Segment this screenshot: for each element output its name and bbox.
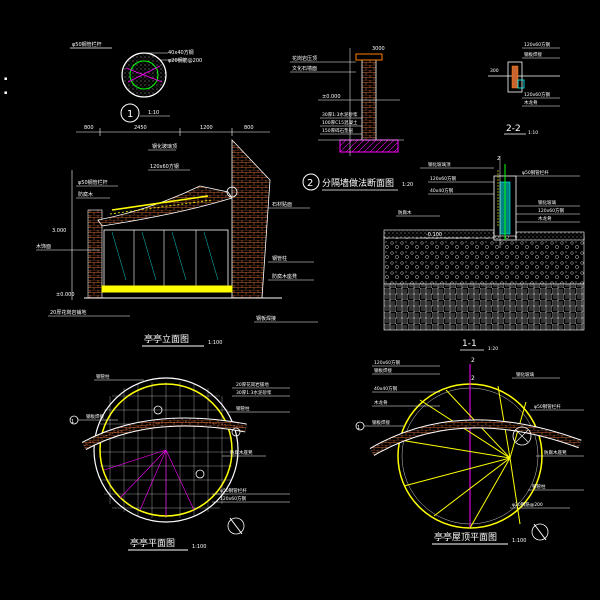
detail-1-circle-section: φ50钢管栏杆 40x40方钢 φ20钢筋@200 1 1:10 bbox=[70, 41, 202, 123]
elev-dim-1: 800 bbox=[84, 125, 94, 131]
pavilion-roof-plan: 2 2 120x60方钢 钢板焊接 40x40方钢 木龙骨 1 钢板焊接 bbox=[355, 357, 584, 545]
section-1-1-marker: 2 bbox=[497, 156, 500, 162]
section-1-1-title: 1-1 bbox=[462, 339, 477, 349]
sec11-note-c: 40x40方钢 bbox=[430, 187, 454, 194]
roof-note-d: 木龙骨 bbox=[374, 399, 388, 406]
sec11-level: -0.100 bbox=[426, 232, 442, 238]
section-2-note-b: 文化石墙面 bbox=[292, 65, 317, 72]
plan-note-arrow: 钢板焊接 bbox=[86, 413, 104, 420]
sec11-note-b: 120x60方钢 bbox=[430, 175, 456, 182]
plan-note-e: 防腐木座凳 bbox=[230, 449, 253, 456]
elev-dim-2: 2450 bbox=[134, 125, 147, 131]
detail-1-number: 1 bbox=[127, 109, 133, 120]
plan-section-mark: 1 bbox=[71, 419, 74, 425]
section-2-top-dim: 3000 bbox=[372, 46, 385, 52]
stray-mark: ▪ bbox=[4, 76, 7, 82]
sec11-note-h: 木龙骨 bbox=[538, 215, 552, 222]
detail-2-2-dim: 300 bbox=[490, 68, 499, 74]
section-1-1: 2 钢化玻璃顶 120x60方钢 40x40方钢 防腐木 φ50钢管栏杆 钢化玻… bbox=[383, 156, 585, 352]
elev-note-a: 钢化玻璃顶 bbox=[152, 143, 177, 150]
section-2-level: ±0.000 bbox=[322, 94, 341, 100]
section-2-note-a: 花岗岩压顶 bbox=[292, 55, 317, 62]
roof-marker-top: 2 bbox=[471, 357, 475, 364]
plan-note-f: φ50钢管栏杆 bbox=[220, 487, 247, 494]
elev-note-left: 木饰面 bbox=[36, 243, 51, 250]
elev-dim-4: 800 bbox=[244, 125, 254, 131]
detail-2-2-title: 2-2 bbox=[506, 124, 521, 134]
roof-note-a: 120x60方钢 bbox=[374, 359, 400, 366]
elevation-title: 亭亭立面图 bbox=[144, 333, 189, 345]
roof-plan-title: 亭亭屋顶平面图 bbox=[434, 531, 497, 543]
roof-note-h: 防腐木座凳 bbox=[544, 449, 567, 456]
roof-section-mark: 1 bbox=[357, 425, 360, 431]
roof-note-i: 钢管柱 bbox=[532, 483, 546, 490]
section-2-note-c: 30厚1:3水泥砂浆 bbox=[322, 111, 358, 118]
elev-note-b: 120x60方钢 bbox=[150, 163, 179, 170]
section-2-note-e: 150厚碎石垫层 bbox=[322, 127, 354, 134]
section-2-title: 分隔墙做法断面图 bbox=[322, 177, 394, 189]
elevation-scale: 1:100 bbox=[208, 340, 222, 346]
detail-2-2-note-a: 120x60方钢 bbox=[524, 41, 550, 48]
sec11-note-g: 120x60方钢 bbox=[538, 207, 564, 214]
plan-scale: 1:100 bbox=[192, 544, 206, 550]
plan-note-b: 20厚花岗岩铺地 bbox=[236, 381, 269, 388]
pavilion-elevation: 800 2450 1200 800 3.000 ±0.000 木饰面 钢化玻璃顶 bbox=[36, 125, 318, 347]
elev-note-f: 钢管柱 bbox=[272, 255, 287, 262]
section-1-1-scale: 1:20 bbox=[488, 346, 498, 352]
sec11-note-e: φ50钢管栏杆 bbox=[522, 169, 549, 176]
elev-level-a: 3.000 bbox=[52, 228, 66, 234]
pavilion-plan: 1 钢板焊接 钢管柱 20厚花岗岩铺地 30厚1:3水泥砂浆 钢管柱 防腐木座凳… bbox=[69, 373, 290, 551]
roof-note-b: 钢板焊接 bbox=[374, 367, 392, 374]
elev-level-b: ±0.000 bbox=[56, 292, 75, 298]
detail-1-note-b: 40x40方钢 bbox=[168, 49, 194, 56]
sec11-note-a: 钢化玻璃顶 bbox=[428, 161, 451, 168]
elev-note-d: 防腐木 bbox=[78, 191, 93, 198]
elev-dim-3: 1200 bbox=[200, 125, 213, 131]
detail-2-2-note-d: 木龙骨 bbox=[524, 99, 538, 106]
section-2-note-d: 100厚C15混凝土 bbox=[322, 119, 358, 126]
detail-2-2: 120x60方钢 钢板焊接 120x60方钢 木龙骨 300 2-2 1:10 bbox=[488, 41, 560, 136]
section-2-scale: 1:20 bbox=[402, 182, 413, 188]
plan-note-d: 钢管柱 bbox=[236, 405, 250, 412]
elev-note-h: 20厚花岗岩铺地 bbox=[50, 309, 86, 316]
roof-marker-mid: 2 bbox=[471, 375, 475, 382]
plan-note-a: 钢管柱 bbox=[96, 373, 110, 380]
section-2-number: 2 bbox=[307, 178, 313, 189]
roof-note-f: 钢化玻璃 bbox=[516, 371, 534, 378]
detail-2-2-note-b: 钢板焊接 bbox=[524, 51, 542, 58]
detail-1-scale: 1:10 bbox=[148, 110, 159, 116]
detail-2-2-scale: 1:10 bbox=[528, 130, 538, 136]
elev-note-e: 石材贴面 bbox=[272, 201, 292, 208]
sec11-note-d: 防腐木 bbox=[398, 209, 412, 216]
plan-north-arrow bbox=[227, 517, 245, 535]
detail-2-2-note-c: 120x60方钢 bbox=[524, 91, 550, 98]
elev-note-c: φ50钢管栏杆 bbox=[78, 179, 108, 186]
roof-note-g: φ50钢管栏杆 bbox=[534, 403, 561, 410]
plan-note-c: 30厚1:3水泥砂浆 bbox=[236, 389, 272, 396]
plan-radials bbox=[103, 449, 195, 516]
roof-plan-scale: 1:100 bbox=[512, 538, 526, 544]
roof-note-j: φ20钢筋@200 bbox=[512, 501, 543, 508]
elev-note-i: 钢板焊接 bbox=[256, 315, 276, 322]
roof-north-arrow bbox=[531, 523, 549, 541]
detail-1-note-c: φ20钢筋@200 bbox=[168, 57, 202, 64]
detail-1-note-a: φ50钢管栏杆 bbox=[72, 41, 102, 48]
plan-title: 亭亭平面图 bbox=[130, 537, 175, 549]
roof-note-c: 40x40方钢 bbox=[374, 385, 398, 392]
sec11-note-f: 钢化玻璃 bbox=[538, 199, 556, 206]
section-2-wall: 3000 ±0.000 花岗岩压顶 文化石墙面 30厚1:3水泥砂浆 100厚C… bbox=[290, 46, 413, 191]
stray-mark: ▪ bbox=[4, 90, 7, 96]
roof-note-e: 钢板焊接 bbox=[372, 419, 390, 426]
plan-note-g: 120x60方钢 bbox=[220, 495, 246, 502]
elev-note-g: 防腐木座凳 bbox=[272, 273, 297, 280]
